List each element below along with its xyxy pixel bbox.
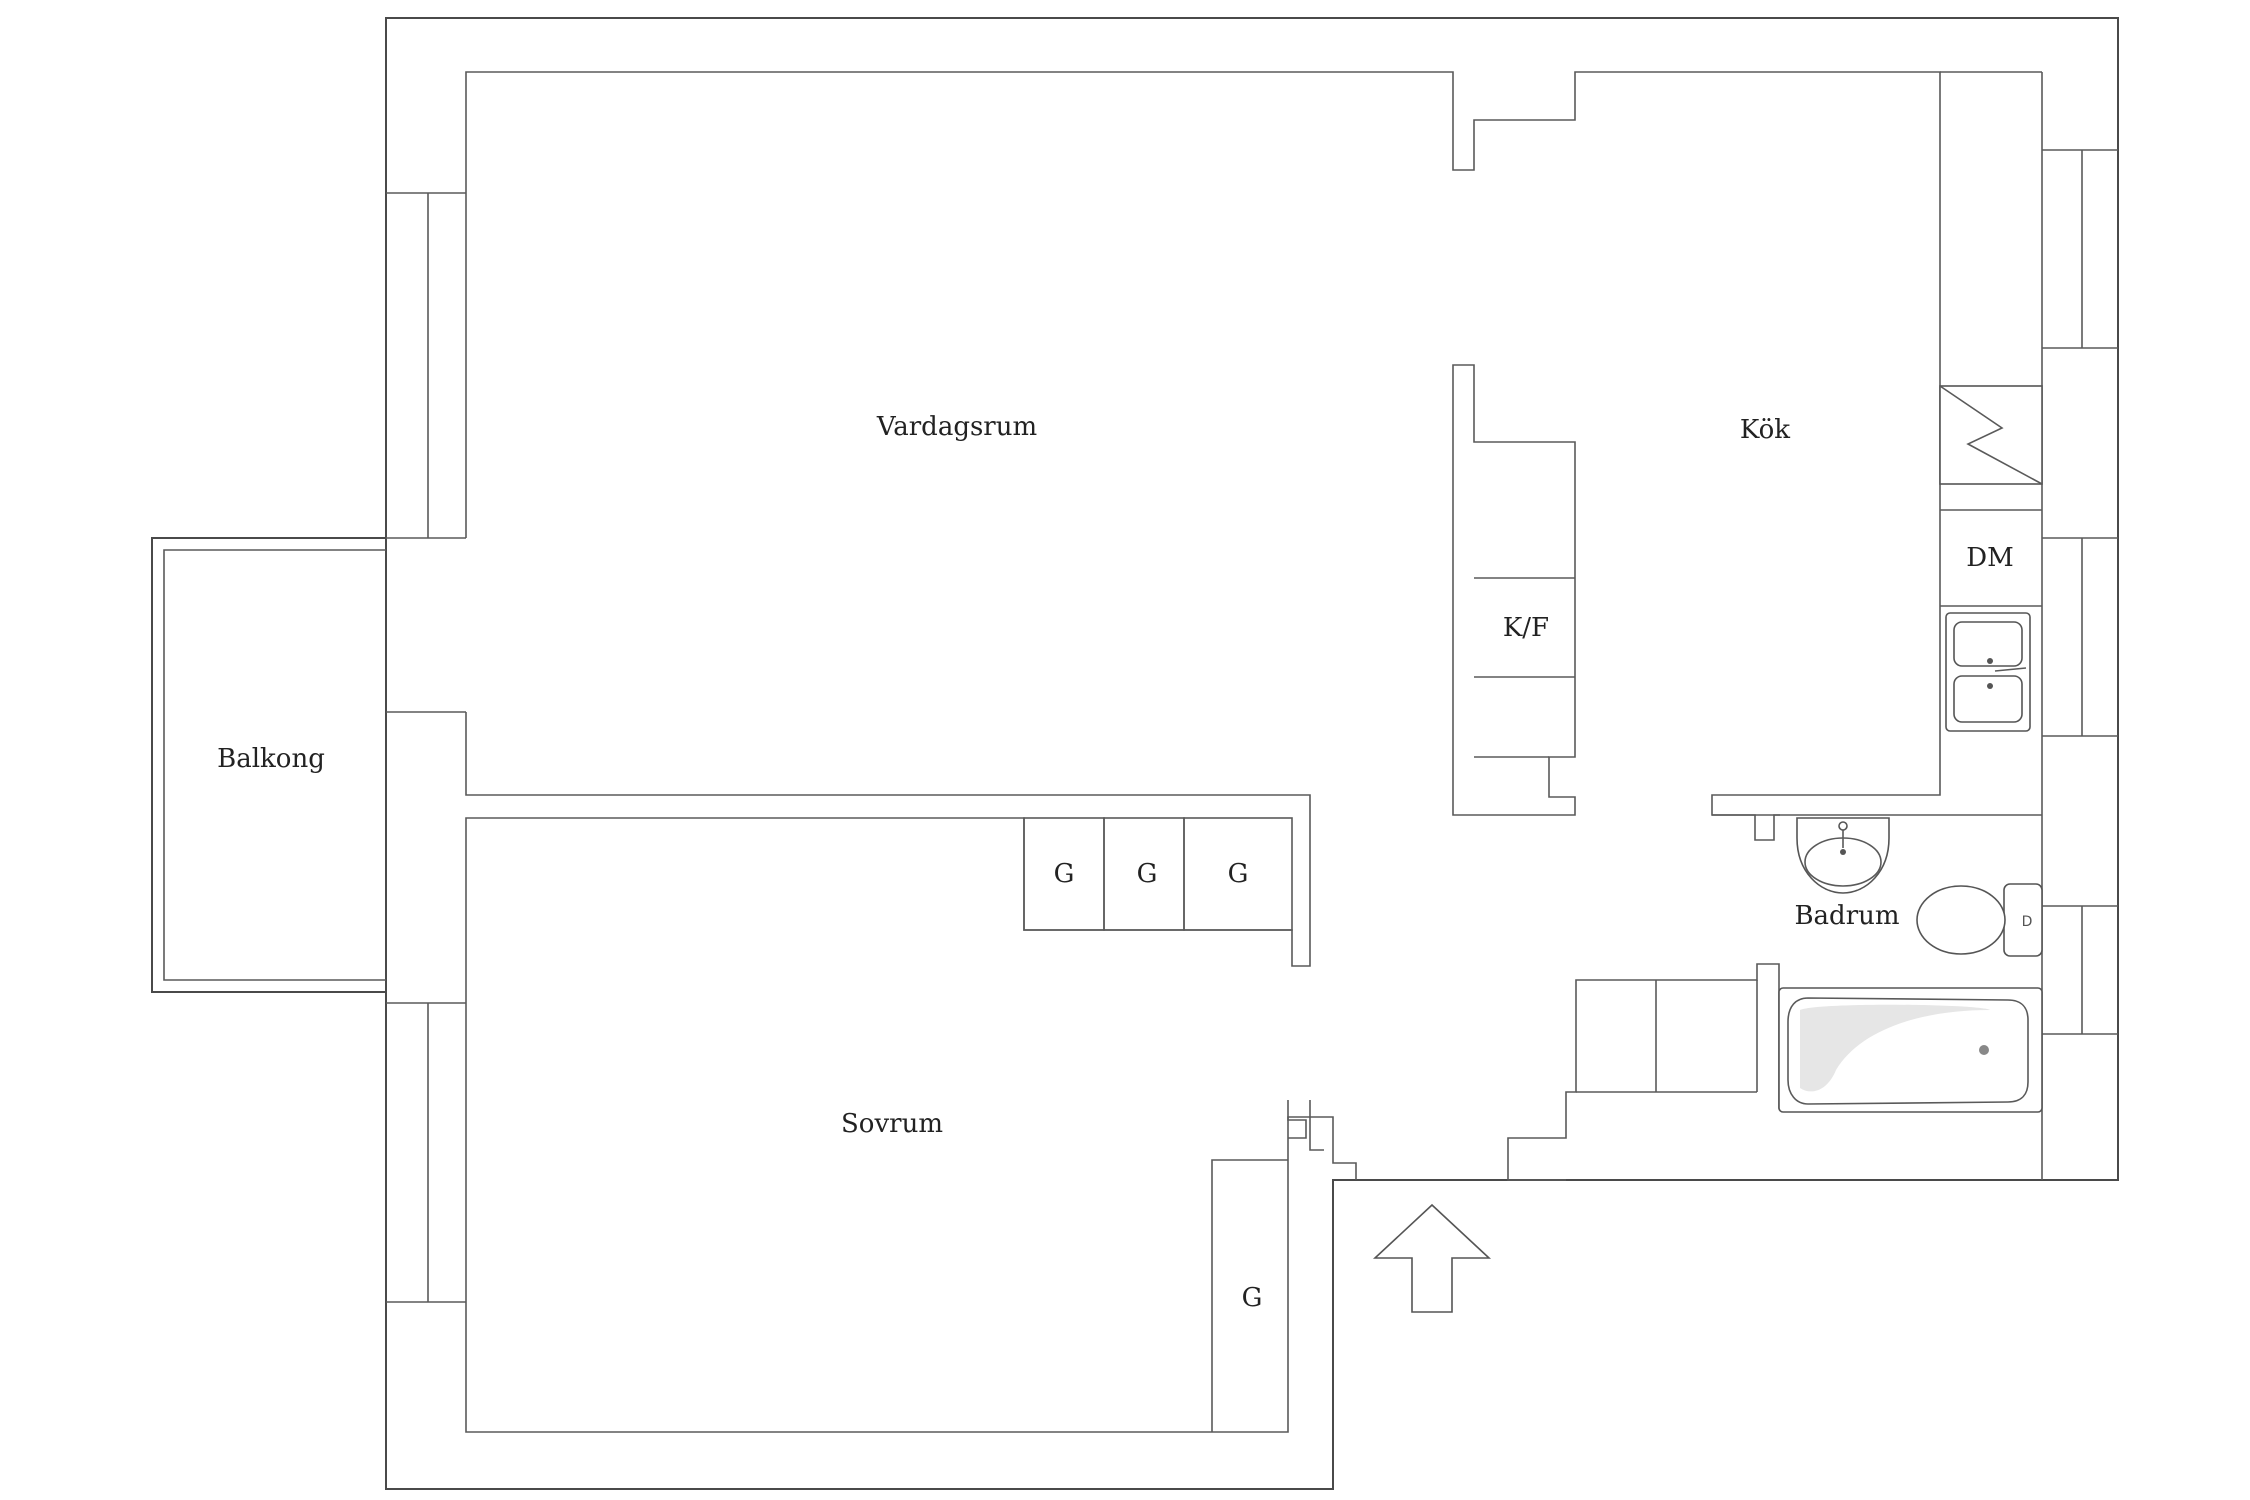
fixture-label-wardrobe-3: G: [1228, 859, 1249, 889]
fixture-label-wardrobe-4: G: [1242, 1283, 1263, 1313]
wardrobe-bedroom: [1211, 1159, 1288, 1432]
living-room-walls: [386, 71, 1941, 1433]
bathroom-walls: [1309, 814, 2042, 1181]
fixture-label-dishwasher: DM: [1966, 543, 2013, 573]
bedroom-door-jamb: [1287, 1100, 1307, 1139]
fixture-label-wardrobe-2: G: [1137, 859, 1158, 889]
wardrobes-row: [1023, 817, 1293, 931]
room-label-living-room: Vardagsrum: [876, 412, 1037, 442]
kitchen-sink-icon: [1945, 612, 2031, 732]
balcony: [151, 537, 386, 993]
room-label-kitchen: Kök: [1740, 415, 1790, 445]
bathtub-icon: [1778, 987, 2043, 1113]
room-label-bathroom: Badrum: [1794, 901, 1899, 931]
exterior-walls: [385, 17, 2119, 1490]
toilet-icon: D: [1916, 883, 2043, 957]
kitchen-partition: [1452, 364, 1576, 816]
stove-icon: [1939, 385, 2043, 485]
fixture-label-fridge-freezer: K/F: [1503, 613, 1549, 643]
entrance-arrow-icon: [1372, 1203, 1492, 1313]
room-label-balcony: Balkong: [217, 744, 325, 774]
fixture-label-wardrobe-1: G: [1054, 859, 1075, 889]
wash-basin-icon: [1796, 817, 1890, 894]
room-label-bedroom: Sovrum: [841, 1109, 943, 1139]
svg-text:D: D: [2022, 914, 2033, 930]
